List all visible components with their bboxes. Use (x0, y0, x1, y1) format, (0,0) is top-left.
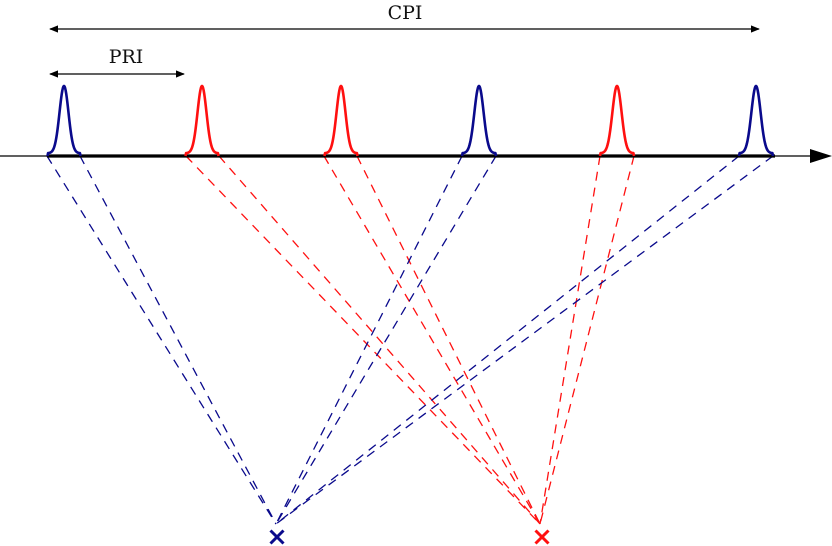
axis-arrow-icon (810, 149, 832, 163)
pulse-group (46, 84, 775, 157)
echo-paths (46, 155, 774, 525)
echo-path-line (275, 155, 463, 525)
time-axis (0, 149, 832, 163)
pulse-6 (737, 84, 775, 157)
echo-path-line (185, 155, 541, 525)
pulse-2 (184, 84, 220, 157)
echo-path-line (275, 155, 740, 525)
pulse-1 (46, 84, 82, 157)
echo-path-line (275, 155, 497, 525)
echo-path-line (46, 155, 277, 525)
echo-path-line (218, 155, 541, 525)
target-b-cross-icon (534, 529, 550, 545)
pulse-5 (598, 84, 636, 157)
pulse-3 (323, 84, 359, 157)
echo-path-line (539, 155, 635, 525)
echo-path-line (275, 155, 774, 525)
cpi-label: CPI (388, 2, 423, 24)
echo-path-line (79, 155, 277, 525)
target-a-cross-icon (269, 529, 285, 545)
echo-path-line (539, 155, 601, 525)
echo-path-line (356, 155, 541, 525)
pri-label: PRI (109, 46, 144, 68)
echo-path-line (323, 155, 541, 525)
target-markers (269, 529, 550, 545)
pulse-4 (460, 84, 498, 157)
